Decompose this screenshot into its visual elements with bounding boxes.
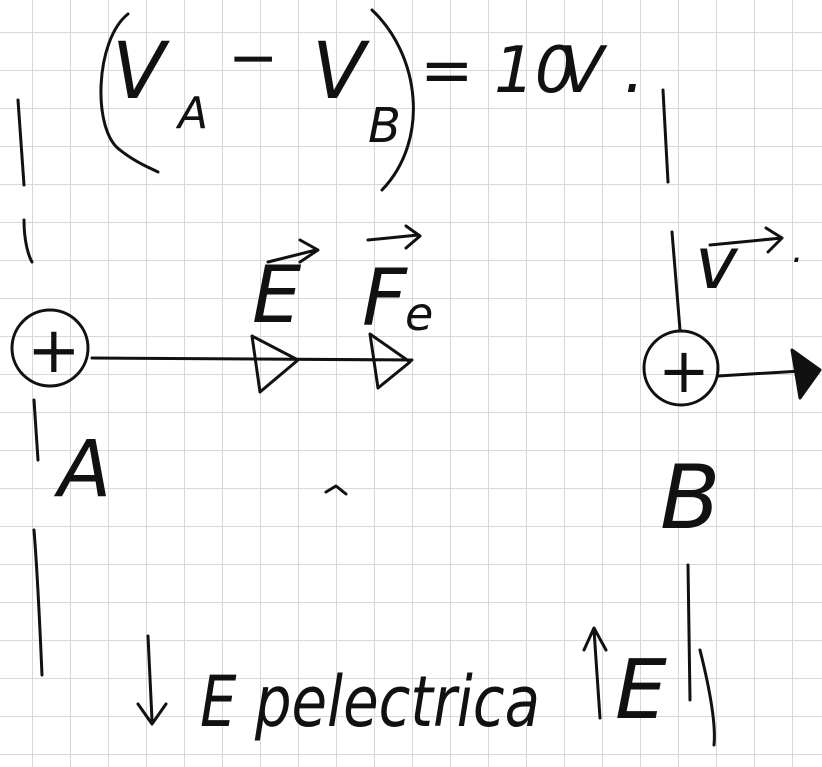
velocity-vector-arrow (708, 226, 784, 254)
bottom-left-text: E pelectrica (200, 661, 540, 743)
plate-a-stroke-3 (32, 398, 40, 462)
force-label-f: F (362, 254, 408, 344)
down-arrow-head (136, 702, 168, 726)
charge-a-sign: + (27, 314, 81, 388)
plate-b (661, 88, 716, 747)
positive-charge-b: + v · (642, 221, 822, 407)
field-vector-arrow (266, 238, 320, 264)
field-label-e: E (252, 251, 302, 341)
force-label-subscript: e (405, 287, 433, 341)
charge-a-circle (10, 308, 90, 388)
va-subscript: A (175, 88, 208, 139)
plate-b-stroke-3 (686, 563, 692, 702)
point-a-label: A (53, 425, 111, 515)
velocity-label: v (695, 221, 739, 305)
velocity-dot: · (790, 240, 801, 281)
plate-a-stroke-1 (16, 98, 26, 187)
bottom-right-arrow (582, 626, 608, 720)
field-arrow-2 (368, 332, 412, 390)
plate-b-stroke-4 (698, 648, 716, 747)
equals-value: = 10 (420, 34, 575, 108)
minus-sign: − (228, 23, 278, 93)
small-tick-mark (324, 484, 348, 496)
field-line (90, 332, 414, 394)
charge-b-circle (642, 329, 720, 407)
plate-b-stroke-1 (661, 88, 670, 184)
potential-difference-equation: V A − V B = 10 V . (99, 8, 644, 192)
va-letter: V (112, 27, 170, 117)
velocity-arrow-head (790, 348, 822, 400)
bottom-right-text: E (615, 643, 667, 738)
vb-subscript: B (368, 98, 401, 154)
plate-b-stroke-2 (670, 230, 682, 332)
bottom-right-annotation: E (582, 626, 667, 738)
positive-charge-a: + (10, 308, 90, 388)
plate-a-stroke-2 (22, 218, 34, 264)
charge-b-sign: + (658, 334, 710, 407)
plate-a-stroke-4 (32, 528, 44, 677)
field-arrow-1 (250, 334, 300, 394)
bottom-left-annotation: E pelectrica (136, 634, 540, 743)
vector-labels: E F e (252, 224, 433, 344)
right-parenthesis (370, 8, 415, 192)
plate-a (16, 98, 44, 677)
point-b-label: B (660, 446, 720, 549)
field-line-stroke (90, 356, 414, 362)
left-parenthesis (99, 12, 160, 174)
unit-volts: V . (560, 34, 644, 108)
down-arrow-stroke (146, 634, 154, 722)
vb-letter: V (312, 27, 370, 117)
force-vector-arrow (366, 224, 422, 250)
